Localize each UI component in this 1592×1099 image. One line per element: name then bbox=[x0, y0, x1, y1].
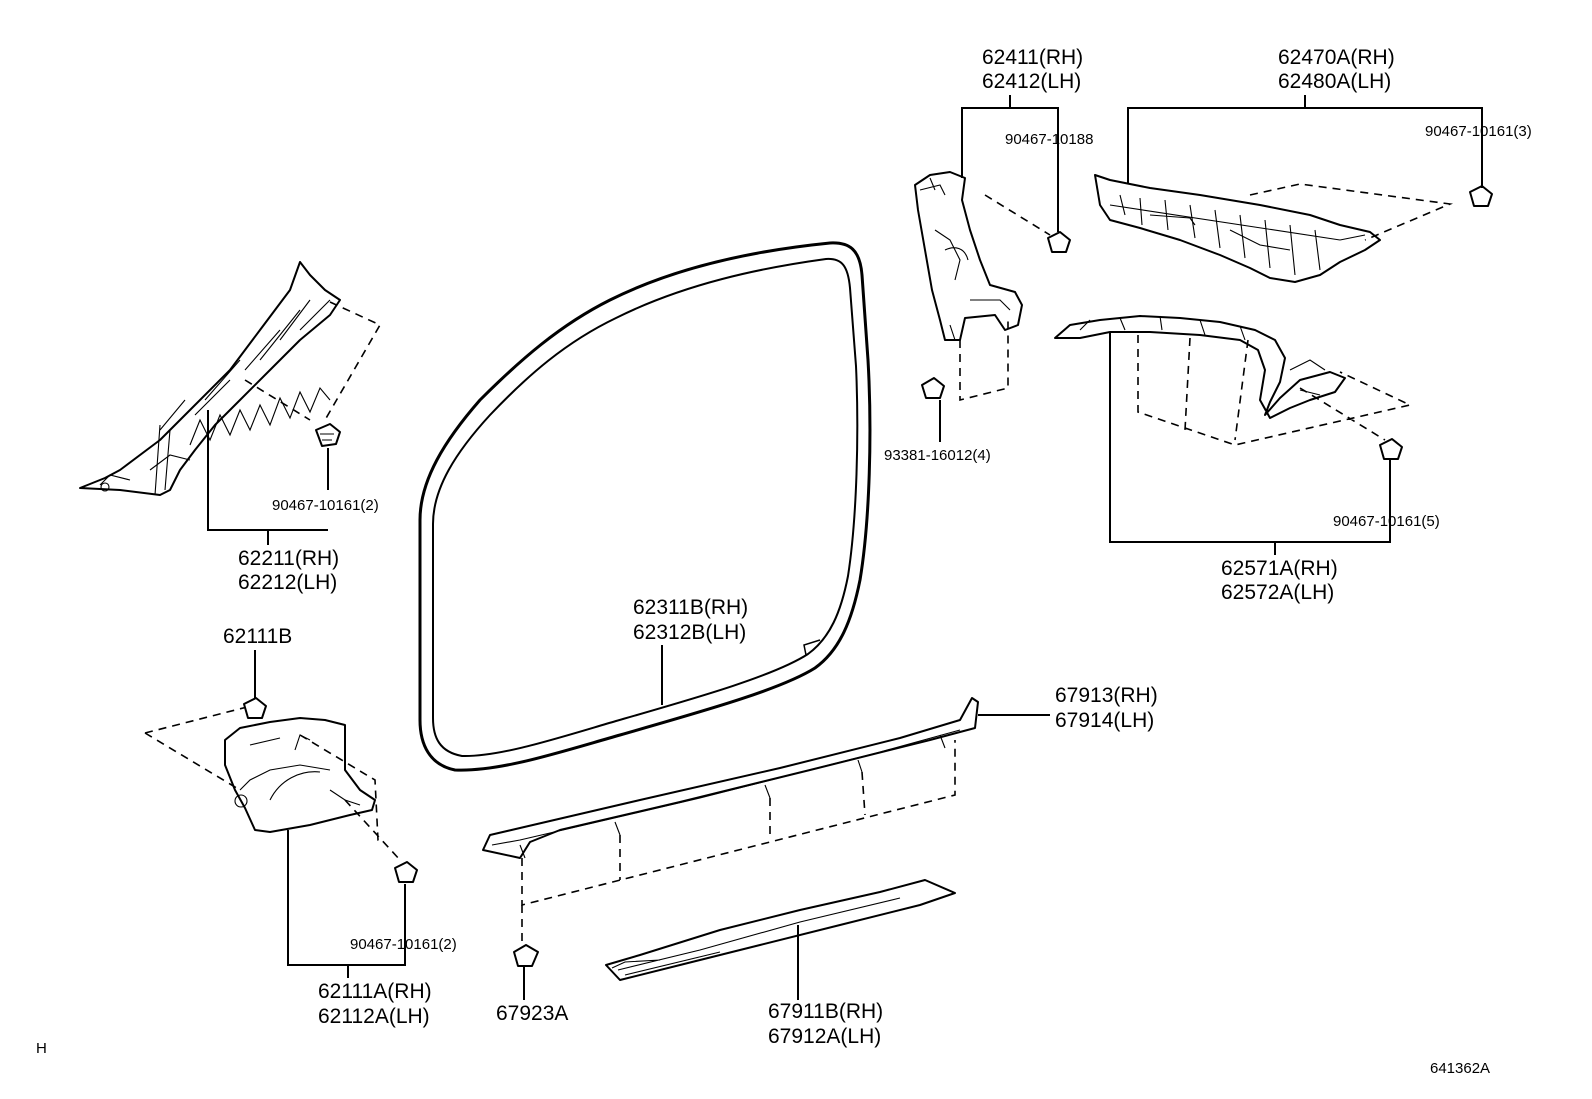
center-pillar-upper-garnish bbox=[914, 171, 1023, 341]
diagram-id: 641362A bbox=[1430, 1060, 1490, 1077]
label-90467-10161-2-upper: 90467-10161(2) bbox=[272, 497, 379, 514]
label-67923A: 67923A bbox=[496, 1002, 568, 1025]
label-62312B: 62312B(LH) bbox=[633, 621, 746, 644]
sill-plate bbox=[605, 879, 956, 981]
label-62111B: 62111B bbox=[223, 625, 292, 648]
door-scuff-plate bbox=[482, 697, 979, 859]
bracket-62411 bbox=[961, 95, 1059, 232]
front-pillar-garnish bbox=[79, 261, 341, 496]
label-62411: 62411(RH) bbox=[982, 46, 1083, 69]
label-90467-10161-3: 90467-10161(3) bbox=[1425, 123, 1532, 140]
center-pillar-guides bbox=[959, 194, 1051, 402]
bracket-62111A bbox=[287, 830, 406, 978]
label-62112A: 62112A(LH) bbox=[318, 1005, 430, 1028]
label-62111A: 62111A(RH) bbox=[318, 980, 432, 1003]
label-90467-10161-2-lower: 90467-10161(2) bbox=[350, 936, 457, 953]
label-62470A: 62470A(RH) bbox=[1278, 46, 1395, 69]
label-67911B: 67911B(RH) bbox=[768, 1000, 883, 1023]
clip-icon bbox=[1469, 185, 1493, 207]
label-67912A: 67912A(LH) bbox=[768, 1025, 881, 1048]
roof-garnish-guides bbox=[1249, 183, 1454, 241]
door-weatherstrip bbox=[418, 241, 872, 772]
label-62412: 62412(LH) bbox=[982, 70, 1081, 93]
clip-icon bbox=[394, 861, 418, 883]
label-62480A: 62480A(LH) bbox=[1278, 70, 1391, 93]
scuff-plate-guides bbox=[521, 740, 956, 907]
label-62211: 62211(RH) bbox=[238, 547, 339, 570]
pillar-clip-guide bbox=[244, 301, 382, 421]
quarter-trim-panel bbox=[1054, 315, 1346, 419]
label-90467-10161-5: 90467-10161(5) bbox=[1333, 513, 1440, 530]
clip-icon bbox=[513, 944, 539, 967]
clip-icon bbox=[243, 697, 267, 719]
bolt-icon bbox=[921, 377, 945, 399]
label-93381-16012: 93381-16012(4) bbox=[884, 447, 991, 464]
bracket-62571A bbox=[1109, 332, 1391, 555]
corner-mark: H bbox=[36, 1040, 47, 1057]
clip-icon bbox=[1379, 438, 1403, 460]
label-62572A: 62572A(LH) bbox=[1221, 581, 1334, 604]
label-67914: 67914(LH) bbox=[1055, 709, 1154, 732]
quarter-trim-guides bbox=[1137, 335, 1413, 446]
roof-side-garnish bbox=[1094, 174, 1381, 283]
label-67913: 67913(RH) bbox=[1055, 684, 1158, 707]
label-90467-10188: 90467-10188 bbox=[1005, 131, 1093, 148]
label-62571A: 62571A(RH) bbox=[1221, 557, 1338, 580]
label-62212: 62212(LH) bbox=[238, 571, 337, 594]
clip-icon bbox=[1047, 231, 1071, 253]
bracket-62211 bbox=[207, 410, 328, 545]
cowl-trim-guides bbox=[144, 704, 401, 861]
clip-icon bbox=[315, 423, 341, 447]
bracket-62470A bbox=[1127, 95, 1483, 188]
label-62311B: 62311B(RH) bbox=[633, 596, 748, 619]
